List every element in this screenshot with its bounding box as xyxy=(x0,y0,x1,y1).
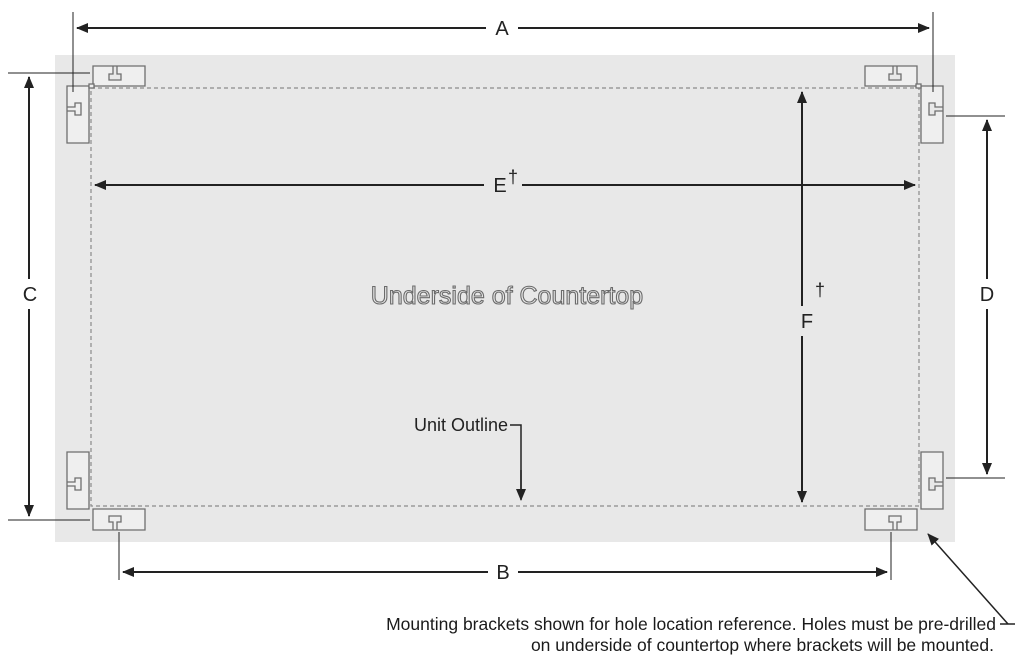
mounting-note-line1: Mounting brackets shown for hole locatio… xyxy=(386,614,996,634)
dimension-e-label: E xyxy=(493,175,506,197)
dimension-f-dagger: † xyxy=(815,280,825,300)
mounting-note-line2: on underside of countertop where bracket… xyxy=(531,635,994,655)
countertop-area xyxy=(55,55,955,542)
bracket-top-right xyxy=(864,65,944,144)
dimension-e: E † xyxy=(94,167,916,197)
dimension-a: A xyxy=(72,12,934,92)
dimension-b: B xyxy=(118,532,892,584)
unit-outline-callout: Unit Outline xyxy=(414,415,526,501)
countertop-title: Underside of Countertop xyxy=(371,282,643,310)
bracket-bottom-left xyxy=(66,451,146,531)
dimension-c-label: C xyxy=(23,284,37,306)
dimension-d-label: D xyxy=(980,284,994,306)
dimension-f-label: F xyxy=(801,311,813,333)
bracket-callout-leader xyxy=(927,533,1015,625)
dimension-d: D xyxy=(946,115,1005,479)
dimension-a-label: A xyxy=(495,18,509,40)
dimension-f: F † xyxy=(797,91,825,503)
unit-outline-label: Unit Outline xyxy=(414,415,508,435)
bracket-top-left xyxy=(66,65,146,144)
unit-outline-rect xyxy=(90,87,920,507)
dimension-c: C xyxy=(8,72,90,521)
dimension-b-label: B xyxy=(496,562,509,584)
bracket-bottom-right xyxy=(864,451,944,531)
dimension-e-dagger: † xyxy=(508,167,518,187)
